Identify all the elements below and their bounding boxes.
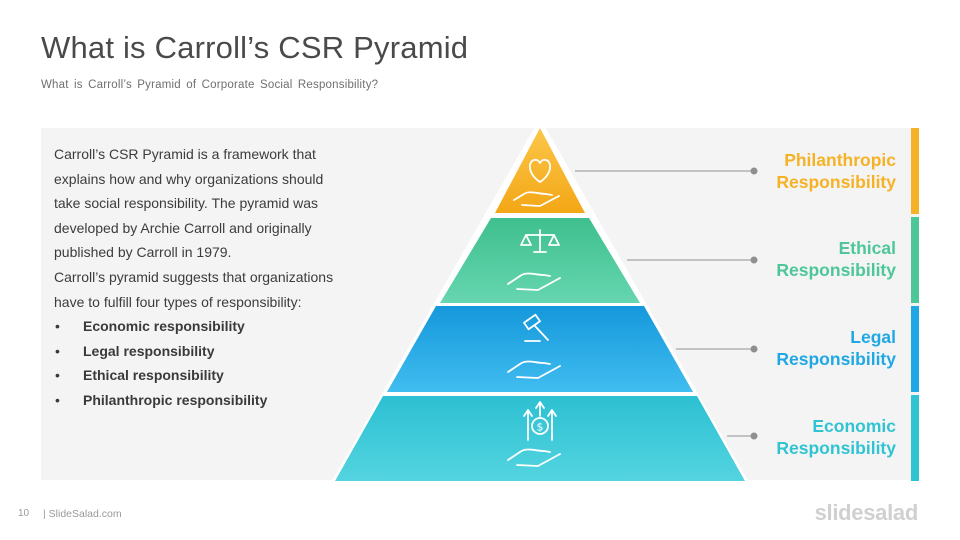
list-item: Philanthropic responsibility	[54, 388, 344, 413]
slide-title: What is Carroll’s CSR Pyramid	[41, 30, 469, 65]
slide-subtitle: What is Carroll’s Pyramid of Corporate S…	[41, 79, 379, 91]
page-number: 10	[18, 508, 30, 519]
bar-economic	[911, 395, 919, 481]
svg-text:$: $	[537, 421, 544, 434]
footer-site[interactable]: | SlideSalad.com	[43, 508, 122, 520]
label-line: Philanthropic	[784, 150, 896, 170]
label-ethical: Ethical Responsibility	[696, 237, 896, 281]
label-philanthropic: Philanthropic Responsibility	[696, 149, 896, 193]
gavel-hand-icon	[507, 313, 561, 379]
label-line: Responsibility	[776, 349, 896, 369]
description-paragraph-2: Carroll’s pyramid suggests that organiza…	[54, 268, 334, 310]
scales-hand-icon	[507, 229, 561, 291]
label-line: Legal	[850, 327, 896, 347]
label-economic: Economic Responsibility	[696, 415, 896, 459]
bar-legal	[911, 306, 919, 392]
list-item: Economic responsibility	[54, 314, 344, 339]
responsibility-list: Economic responsibility Legal responsibi…	[54, 314, 344, 412]
connector-lines	[575, 167, 758, 440]
brand-logo: slidesalad	[814, 500, 919, 525]
tier-philanthropic[interactable]	[495, 128, 585, 213]
label-line: Responsibility	[776, 438, 896, 458]
description-paragraph-1: Carroll’s CSR Pyramid is a framework tha…	[54, 146, 324, 261]
heart-hand-icon	[513, 159, 560, 207]
list-item: Legal responsibility	[54, 339, 344, 364]
tier-ethical[interactable]	[440, 218, 640, 303]
list-item: Ethical responsibility	[54, 363, 344, 388]
label-line: Responsibility	[776, 260, 896, 280]
label-line: Economic	[812, 416, 896, 436]
label-legal: Legal Responsibility	[696, 326, 896, 370]
description-text: Carroll’s CSR Pyramid is a framework tha…	[54, 142, 344, 413]
money-growth-hand-icon: $	[507, 401, 561, 467]
label-line: Ethical	[838, 238, 896, 258]
bar-ethical	[911, 217, 919, 303]
label-line: Responsibility	[776, 172, 896, 192]
bar-philanthropic	[911, 128, 919, 214]
tier-legal[interactable]	[387, 306, 693, 392]
tier-economic[interactable]	[335, 396, 745, 481]
